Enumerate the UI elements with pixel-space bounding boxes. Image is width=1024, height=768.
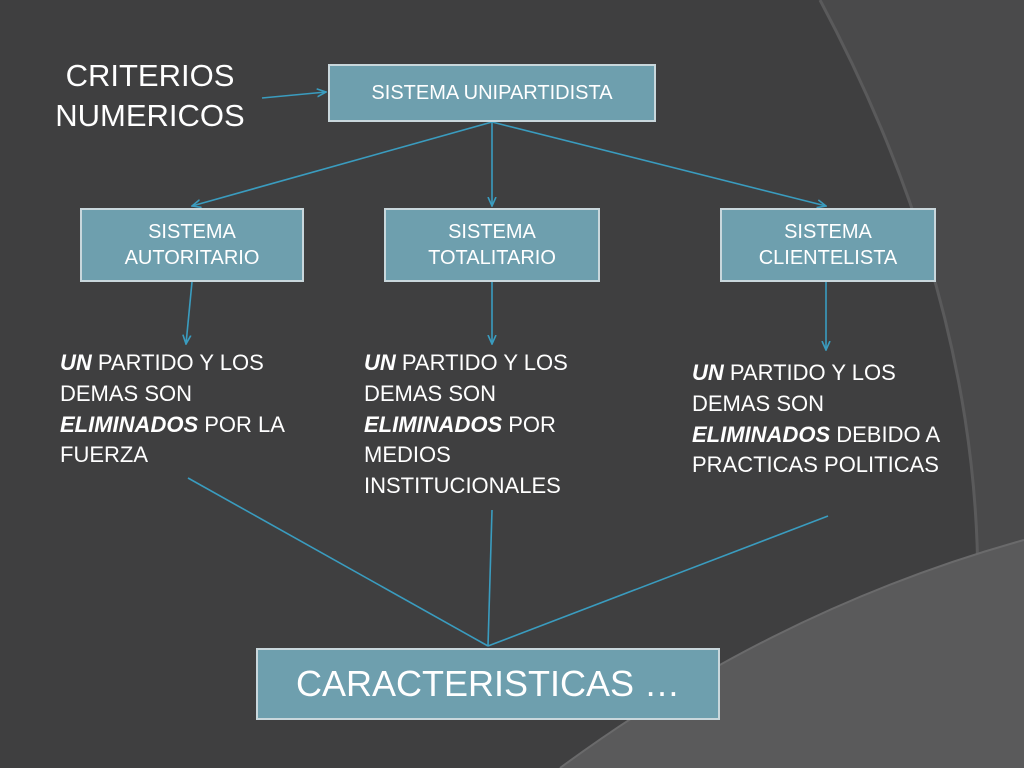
node-label: SISTEMA UNIPARTIDISTA <box>371 82 613 104</box>
desc-lead: UN <box>364 350 396 375</box>
criterios-numericos-title: CRITERIOS NUMERICOS <box>55 58 245 134</box>
desc-autoritario: UN PARTIDO Y LOS DEMAS SON ELIMINADOS PO… <box>60 348 310 471</box>
desc-emphasis: ELIMINADOS <box>692 421 831 447</box>
desc-text: DEBIDO A PRACTICAS POLITICAS <box>692 421 939 478</box>
desc-text: POR MEDIOS INSTITUCIONALES <box>364 411 561 499</box>
node-sistema-autoritario: SISTEMA AUTORITARIO <box>80 208 304 282</box>
desc-lead: UN <box>60 350 92 375</box>
desc-totalitario: UN PARTIDO Y LOS DEMAS SON ELIMINADOS PO… <box>364 348 614 502</box>
desc-text: POR LA FUERZA <box>60 411 284 468</box>
desc-text: PARTIDO Y LOS DEMAS SON <box>364 350 568 406</box>
desc-emphasis: ELIMINADOS <box>60 411 199 437</box>
desc-text: PARTIDO Y LOS DEMAS SON <box>692 360 896 416</box>
node-sistema-clientelista: SISTEMA CLIENTELISTA <box>720 208 936 282</box>
desc-emphasis: ELIMINADOS <box>364 411 503 437</box>
node-sistema-unipartidista: SISTEMA UNIPARTIDISTA <box>328 64 656 122</box>
node-label: SISTEMA CLIENTELISTA <box>758 221 898 269</box>
desc-text: PARTIDO Y LOS DEMAS SON <box>60 350 264 406</box>
node-sistema-totalitario: SISTEMA TOTALITARIO <box>384 208 600 282</box>
desc-lead: UN <box>692 360 724 385</box>
node-label: CARACTERISTICAS … <box>295 663 681 704</box>
node-label: SISTEMA TOTALITARIO <box>428 221 556 269</box>
node-caracteristicas: CARACTERISTICAS … <box>256 648 720 720</box>
desc-clientelista: UN PARTIDO Y LOS DEMAS SON ELIMINADOS DE… <box>692 358 964 481</box>
node-label: SISTEMA AUTORITARIO <box>124 221 260 269</box>
